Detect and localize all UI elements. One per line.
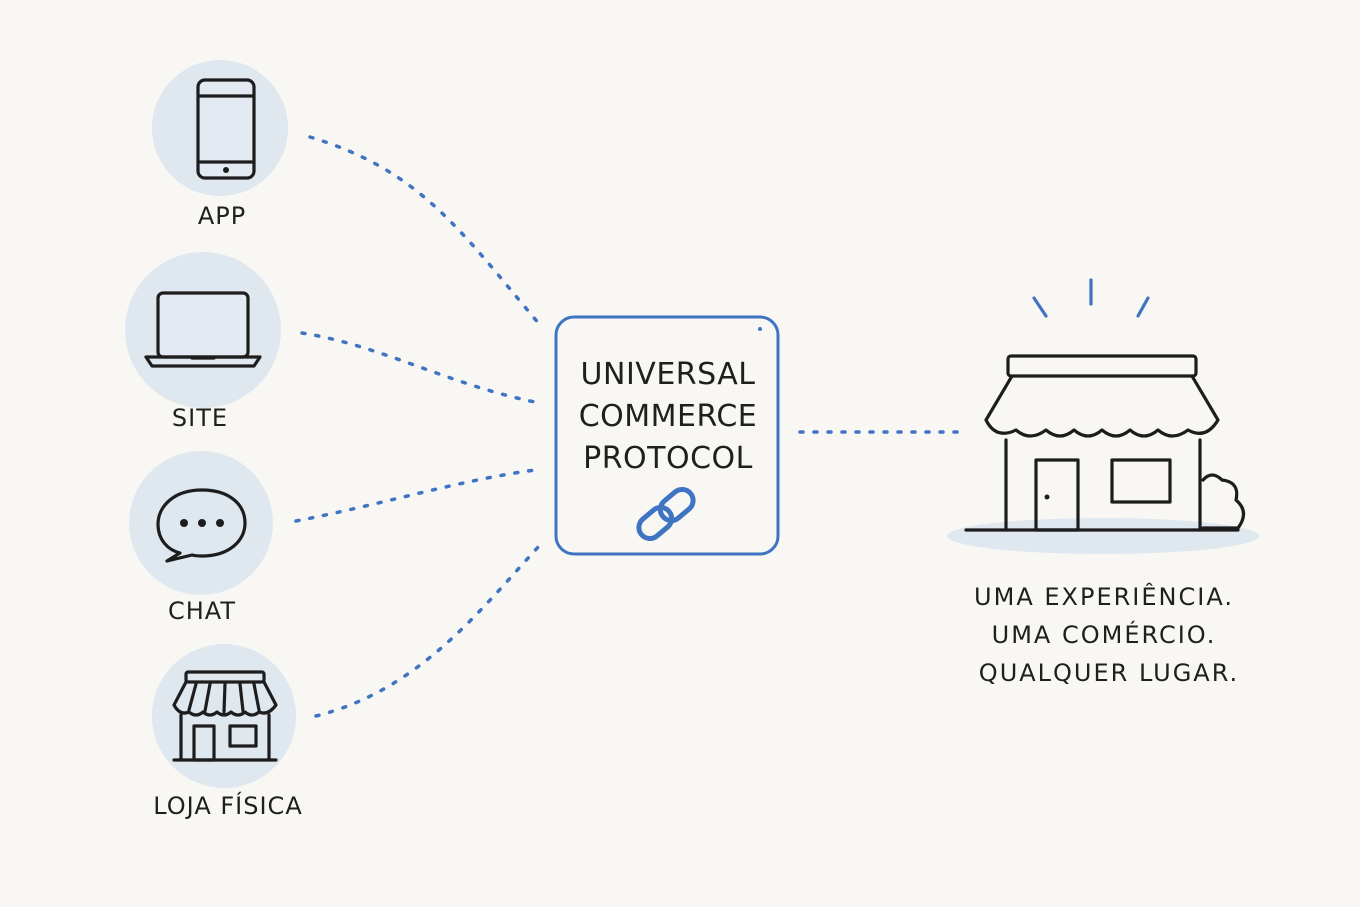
tagline-line-3: QUALQUER LUGAR.: [979, 659, 1239, 687]
connector-site: [300, 331, 537, 404]
channel-store: LOJA FÍSICA: [152, 644, 302, 820]
hub-title-line-1: UNIVERSAL: [581, 357, 756, 392]
chain-link-icon: [636, 487, 696, 541]
hub-box: UNIVERSAL COMMERCE PROTOCOL: [554, 315, 780, 556]
sparkle-lines: [1032, 278, 1150, 318]
hub-title-line-2: COMMERCE: [579, 399, 758, 434]
connectors: [294, 135, 962, 718]
storefront-icon: [172, 670, 278, 762]
channel-site: SITE: [125, 252, 281, 432]
tagline-line-1: UMA EXPERIÊNCIA.: [974, 582, 1234, 611]
hub-title-line-3: PROTOCOL: [583, 441, 753, 476]
channel-label-store: LOJA FÍSICA: [153, 791, 302, 820]
channel-app: APP: [152, 60, 288, 230]
store-icon: [964, 278, 1246, 532]
channel-chat: CHAT: [129, 451, 273, 625]
connector-app: [308, 135, 542, 327]
channel-label-app: APP: [198, 202, 246, 230]
connector-store: [314, 543, 542, 718]
channel-label-site: SITE: [172, 404, 228, 432]
connector-chat: [294, 468, 537, 523]
smartphone-icon: [196, 78, 256, 180]
chat-bubble-icon: [156, 488, 247, 563]
destination-store: UMA EXPERIÊNCIA. UMA COMÉRCIO. QUALQUER …: [947, 278, 1259, 687]
laptop-icon: [144, 291, 262, 368]
channel-label-chat: CHAT: [168, 597, 236, 625]
tagline-line-2: UMA COMÉRCIO.: [992, 620, 1217, 649]
